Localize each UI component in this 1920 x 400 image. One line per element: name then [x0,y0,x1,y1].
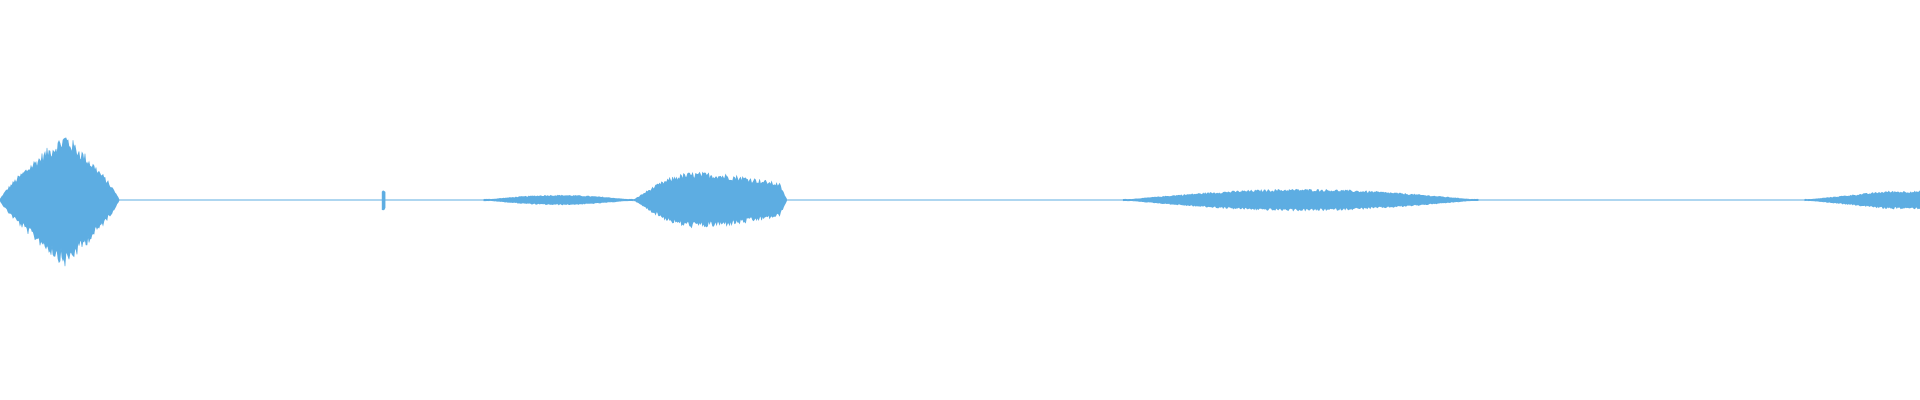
waveform-burst-3 [1122,188,1479,212]
waveform-burst-4 [1804,190,1920,210]
waveform-group [0,137,1920,267]
waveform-click-1 [381,190,386,211]
waveform-burst-2a [483,194,634,206]
waveform-burst-1 [0,137,120,267]
waveform-burst-2b [633,171,787,229]
